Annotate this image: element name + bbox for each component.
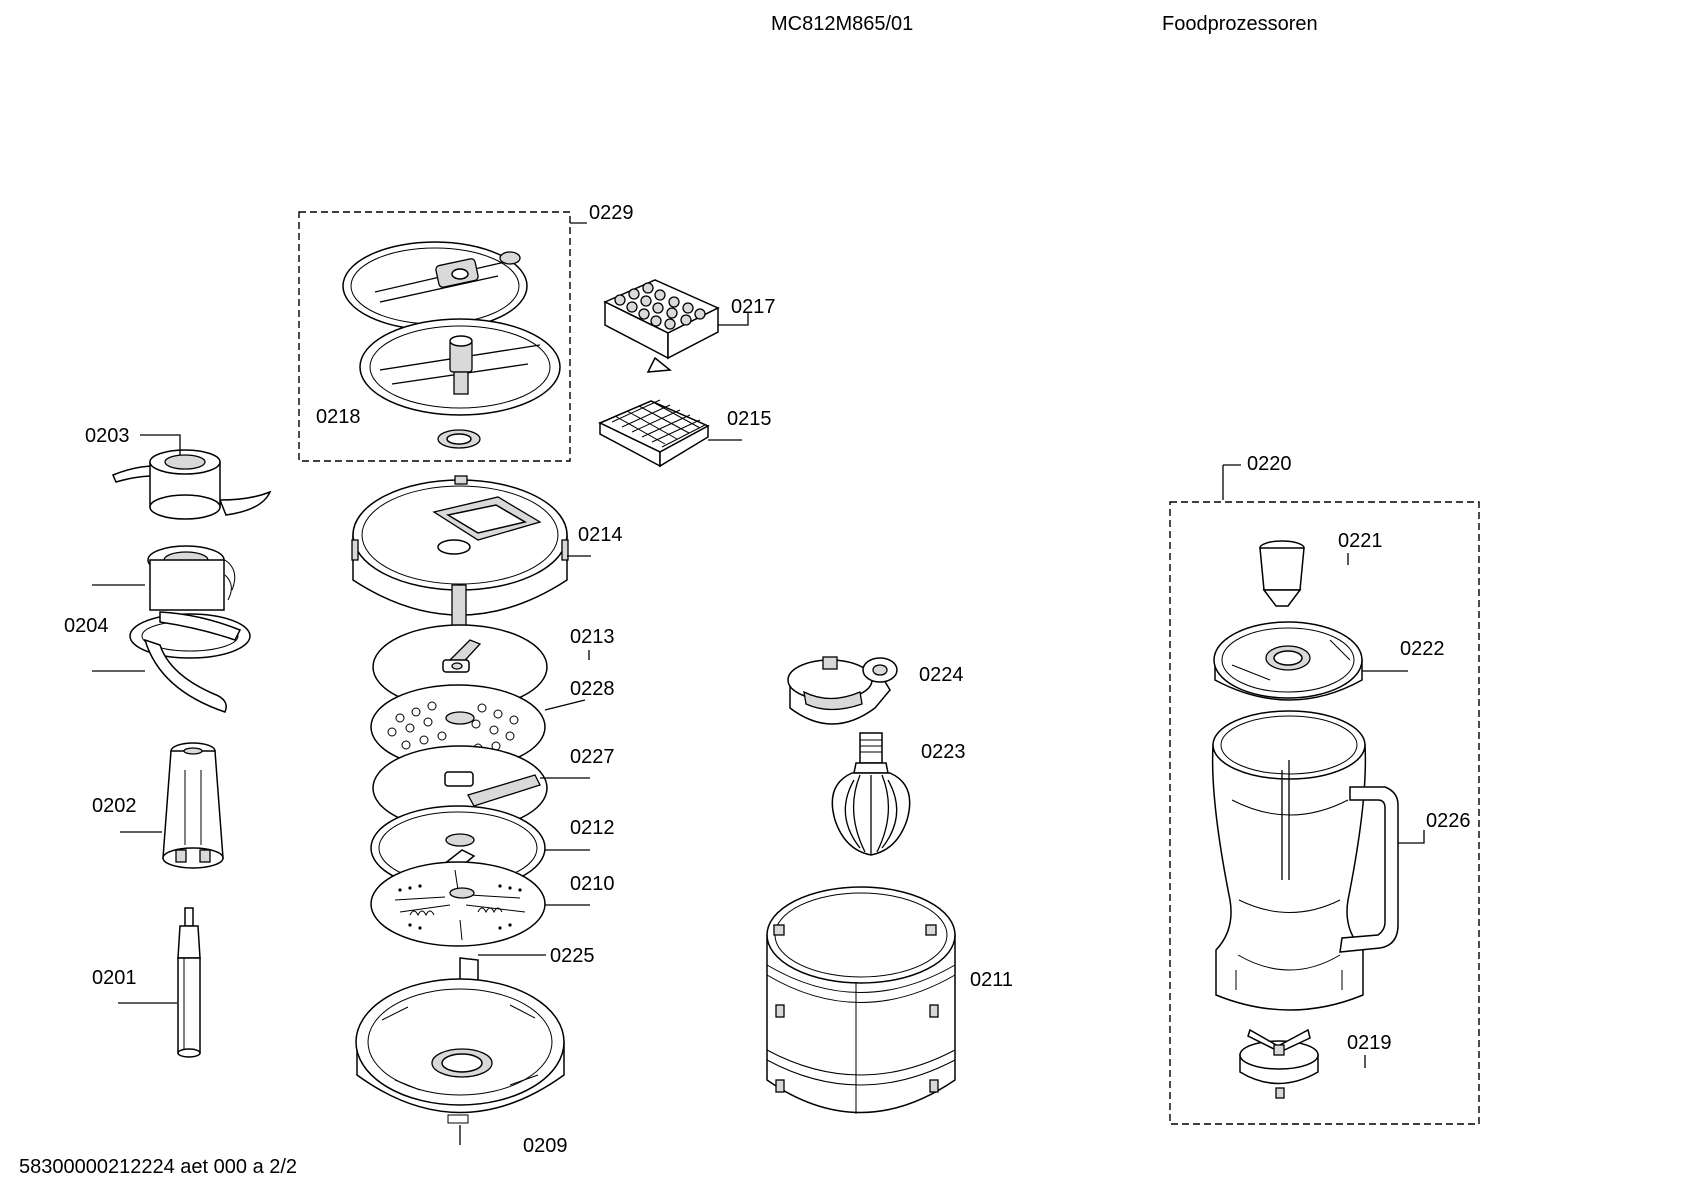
part-0201-shaft [177,907,201,1058]
document-code: 58300000212224 aet 000 a 2/2 [19,1156,298,1178]
part-0222-blender-lid [1213,621,1363,701]
part-0215-grid-insert [598,399,710,468]
part-0213-disc [372,624,548,710]
part-0218-disc-bottom [359,318,561,416]
label-0220: 0220 [1247,453,1292,475]
label-0226: 0219 [1347,1032,1392,1054]
label-0219: 0225 [550,945,595,967]
part-0224-drive-adapter [787,656,898,725]
label-0210: 0210 [570,873,615,895]
part-0225-whisk [831,732,911,856]
part-0218-ring [437,429,481,449]
part-0202-drive-sleeve [162,742,224,869]
label-0202: 0202 [92,795,137,817]
label-0214: 0214 [578,524,623,546]
label-0223: 0226 [1426,810,1471,832]
label-0227: 0227 [570,746,615,768]
part-0209-bowl-base [355,978,565,1124]
label-0217: 0217 [731,296,776,318]
part-0221-measuring-cup [1259,540,1305,607]
part-0210-grater-disc [370,861,546,947]
label-0225: 0223 [921,741,966,763]
label-0204: 0204 [64,615,109,637]
label-0213: 0213 [570,626,615,648]
group-box-0229 [298,211,571,462]
label-0203: 0203 [85,425,130,447]
part-0229-disc-top [342,241,528,331]
label-0212: 0211 [970,969,1013,991]
model-number: MC812M865/01 [771,13,914,35]
label-0224: 0224 [919,664,964,686]
group-box-0220 [1169,501,1480,1125]
part-0227-grating-disc [372,745,548,831]
label-0215: 0215 [727,408,772,430]
part-0228-grating-disc [370,684,546,770]
product-category: Foodprozessoren [1162,13,1318,35]
part-0217-dicing-grid [603,279,720,373]
label-0211: 0212 [570,817,615,839]
label-0229: 0229 [589,202,634,224]
part-0212-bowl [766,886,956,1114]
part-0214-lid [351,475,569,631]
part-0203-chopping-blade [112,449,272,520]
label-0228: 0228 [570,678,615,700]
label-0221: 0221 [1338,530,1383,552]
part-0223-blender-jug [1211,710,1399,1011]
label-0209: 0209 [523,1135,568,1157]
label-0218: 0218 [316,406,361,428]
part-0204-mixing-tool [129,545,251,713]
label-0201: 0201 [92,967,137,989]
part-0226-blade-assembly [1239,1028,1319,1099]
label-0222: 0222 [1400,638,1445,660]
